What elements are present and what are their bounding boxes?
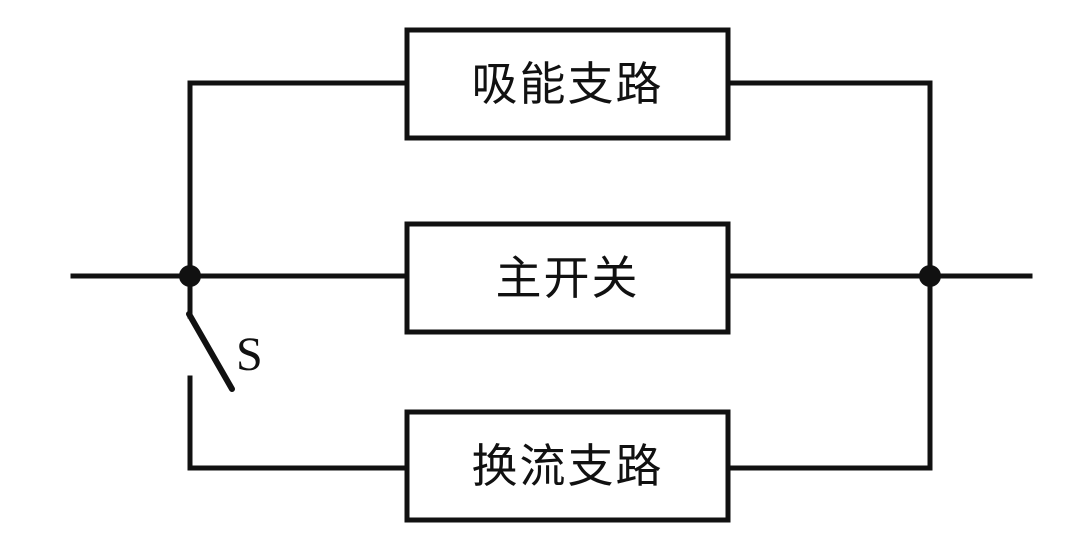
energy-absorption-branch-label: 吸能支路 [471, 57, 664, 111]
switch-blade[interactable] [186, 311, 235, 392]
wire-top-branch-to-right [724, 80, 933, 279]
wire-bottom-branch-to-right [724, 273, 933, 471]
energy-absorption-branch-box[interactable] [404, 27, 731, 141]
main-switch-branch-box[interactable] [404, 221, 731, 335]
commutation-branch-box[interactable] [404, 409, 731, 523]
switch-s-label: S [236, 328, 263, 381]
main-switch-branch-label: 主开关 [495, 251, 640, 305]
wire-left-to-top-branch [187, 80, 410, 279]
right-junction-node [919, 265, 941, 287]
wire-switch-to-bottom-branch [187, 375, 410, 471]
left-junction-node [179, 265, 201, 287]
commutation-branch-label: 换流支路 [471, 439, 664, 493]
